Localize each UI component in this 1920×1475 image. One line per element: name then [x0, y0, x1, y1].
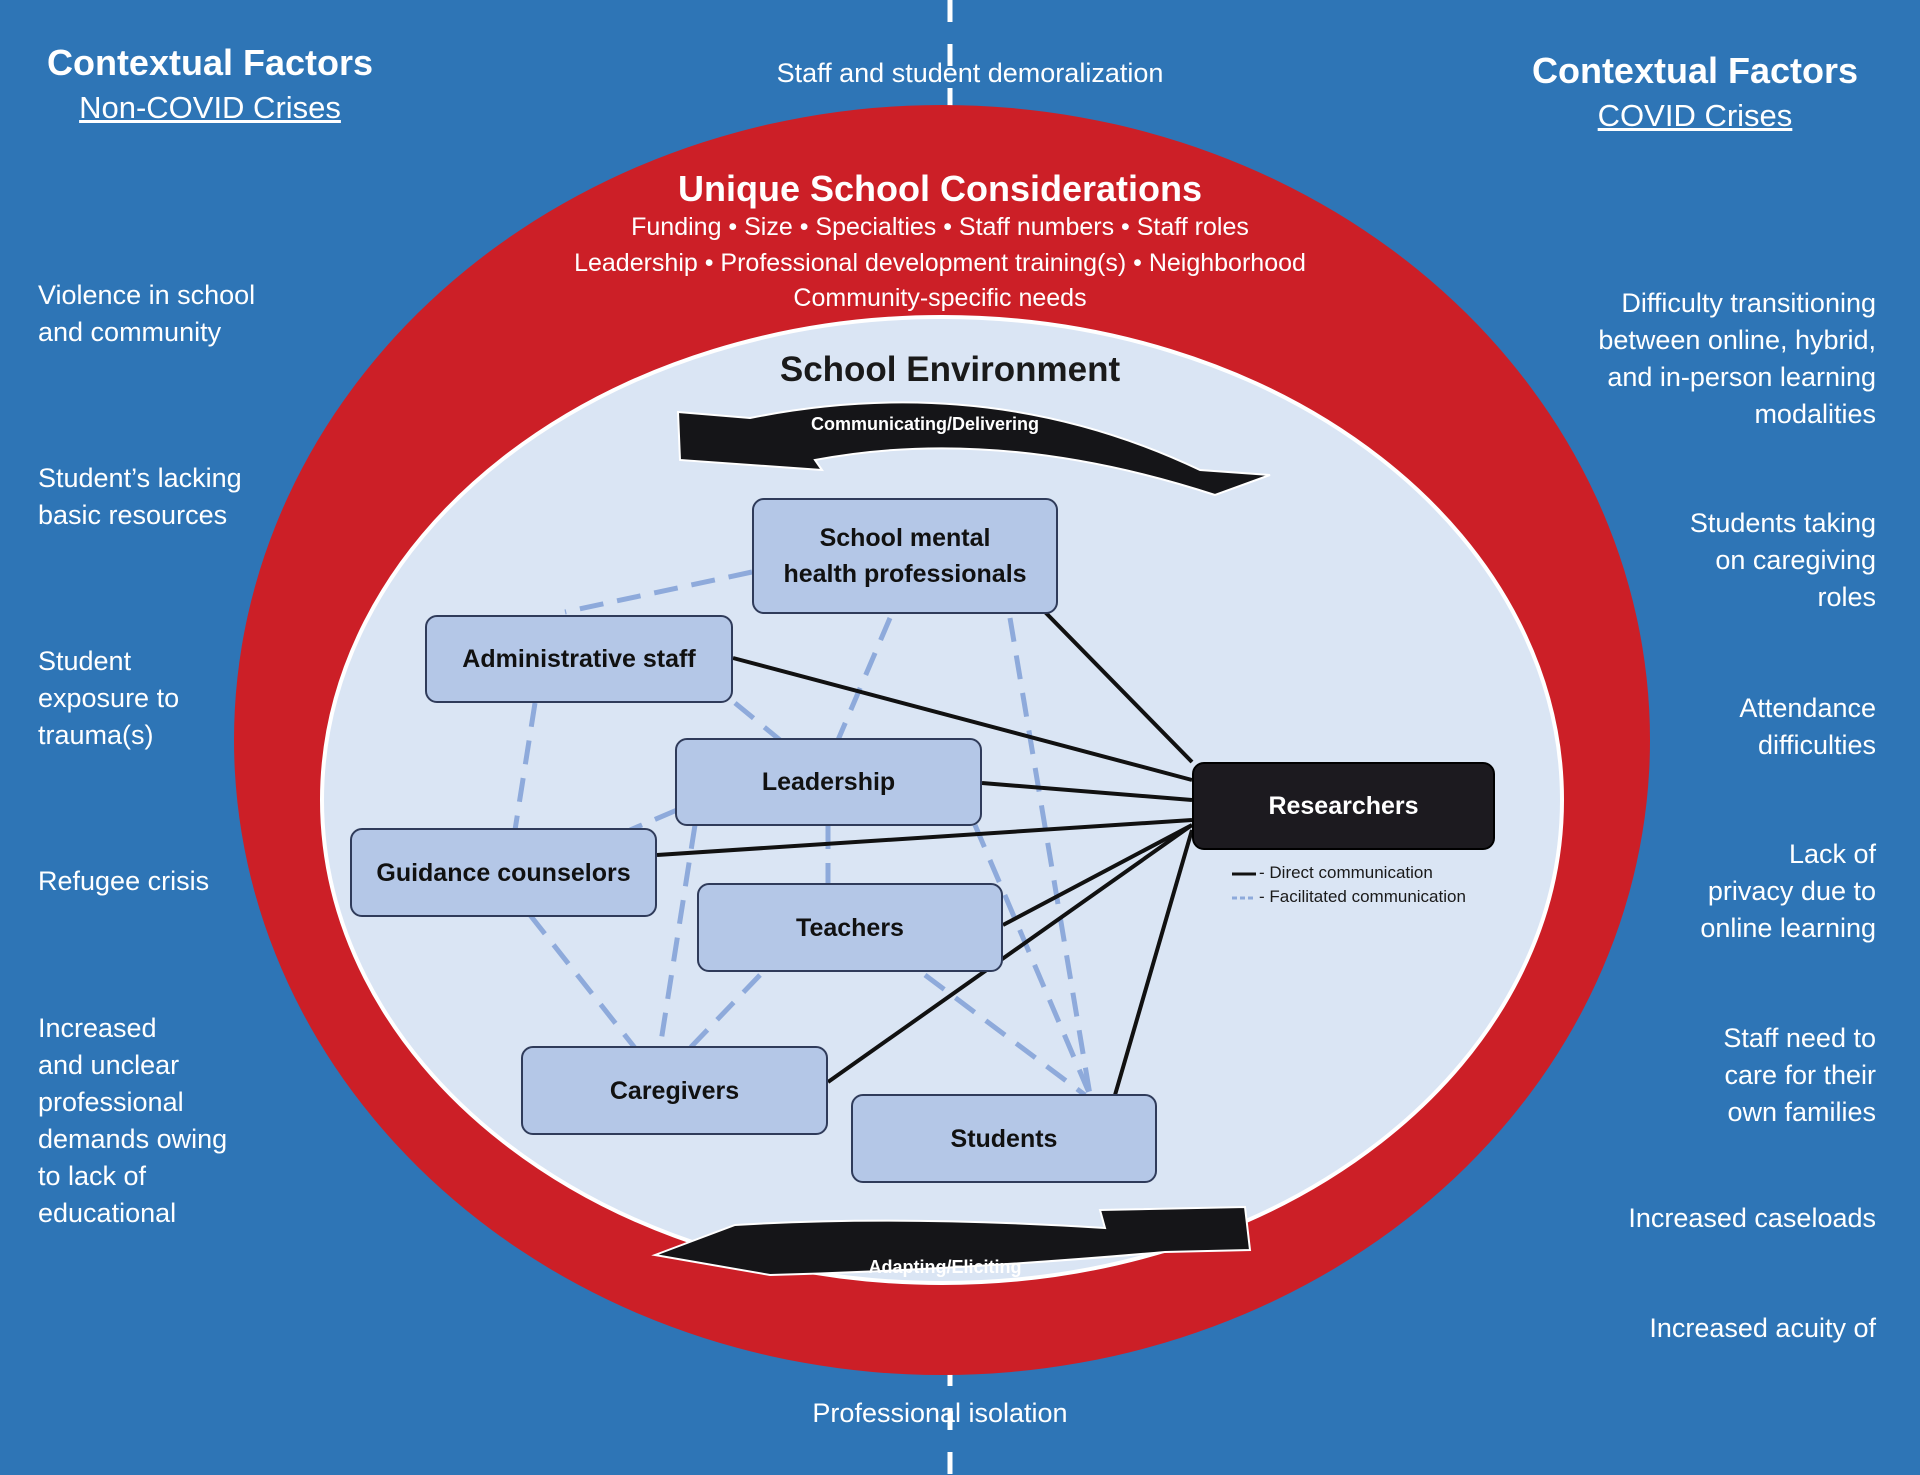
legend-facilitated-label: - Facilitated communication — [1259, 887, 1466, 906]
facilitated-line — [1007, 617, 1093, 1096]
unique-school-line: Leadership • Professional development tr… — [574, 249, 1306, 277]
facilitated-line — [733, 701, 782, 742]
right-factor: Lack of privacy due to online learning — [1700, 839, 1876, 943]
direct-line — [826, 823, 1194, 1084]
left-title: Contextual Factors — [46, 42, 374, 83]
node-researchers: Researchers — [1192, 762, 1495, 850]
right-title: Contextual Factors — [1531, 50, 1859, 91]
left-subtitle: Non-COVID Crises — [79, 90, 341, 125]
school-environment-title: School Environment — [779, 350, 1121, 389]
right-factor: Difficulty transitioning between online,… — [1598, 288, 1876, 429]
right-factor: Increased acuity of — [1649, 1313, 1876, 1343]
top-center-factor: Staff and student demoralization — [776, 58, 1164, 88]
direct-connections — [656, 610, 1194, 1096]
direct-line — [656, 818, 1193, 857]
node-students: Students — [851, 1094, 1157, 1183]
direct-line — [1113, 829, 1194, 1096]
communicating-arrow-label: Communicating/Delivering — [810, 414, 1040, 434]
left-factor: Increased and unclear professional deman… — [38, 1013, 228, 1228]
facilitated-line — [923, 973, 1087, 1097]
left-factor: Student exposure to trauma(s) — [38, 646, 180, 750]
adapting-arrow-label: Adapting/Eliciting — [868, 1257, 1022, 1277]
node-school-mental-health: School mental health professionals — [752, 498, 1058, 614]
left-factor: Refugee crisis — [38, 866, 210, 896]
facilitated-line — [564, 569, 753, 615]
facilitated-line — [972, 824, 1093, 1096]
unique-school-line: Community-specific needs — [793, 284, 1087, 312]
node-guidance-counselors: Guidance counselors — [350, 828, 657, 917]
communicating-arrow — [676, 401, 1271, 497]
right-subtitle: COVID Crises — [1597, 98, 1793, 133]
facilitated-connections — [512, 569, 1093, 1097]
node-teachers: Teachers — [697, 883, 1003, 972]
adapting-arrow — [651, 1205, 1252, 1277]
right-factor: Increased caseloads — [1628, 1203, 1876, 1233]
node-caregivers: Caregivers — [521, 1046, 828, 1135]
facilitated-line — [835, 617, 893, 741]
facilitated-line — [629, 807, 678, 833]
direct-line — [981, 781, 1193, 802]
right-factor: Students taking on caregiving roles — [1689, 508, 1876, 612]
direct-line — [732, 656, 1193, 782]
bottom-center-factor: Professional isolation — [812, 1398, 1068, 1428]
left-factor: Student’s lacking basic resources — [38, 463, 242, 530]
left-factor: Violence in school and community — [38, 280, 256, 347]
node-administrative-staff: Administrative staff — [425, 615, 733, 703]
facilitated-line — [688, 973, 762, 1050]
unique-school-line: Funding • Size • Specialties • Staff num… — [631, 213, 1249, 241]
node-leadership: Leadership — [675, 738, 982, 826]
facilitated-line — [512, 702, 538, 831]
direct-line — [1043, 610, 1194, 764]
direct-line — [1002, 823, 1193, 927]
unique-school-title: Unique School Considerations — [677, 168, 1203, 209]
facilitated-line — [528, 913, 637, 1050]
right-factor: Attendance difficulties — [1739, 693, 1876, 760]
right-factor: Staff need to care for their own familie… — [1723, 1023, 1876, 1127]
legend-direct-label: - Direct communication — [1259, 863, 1433, 882]
